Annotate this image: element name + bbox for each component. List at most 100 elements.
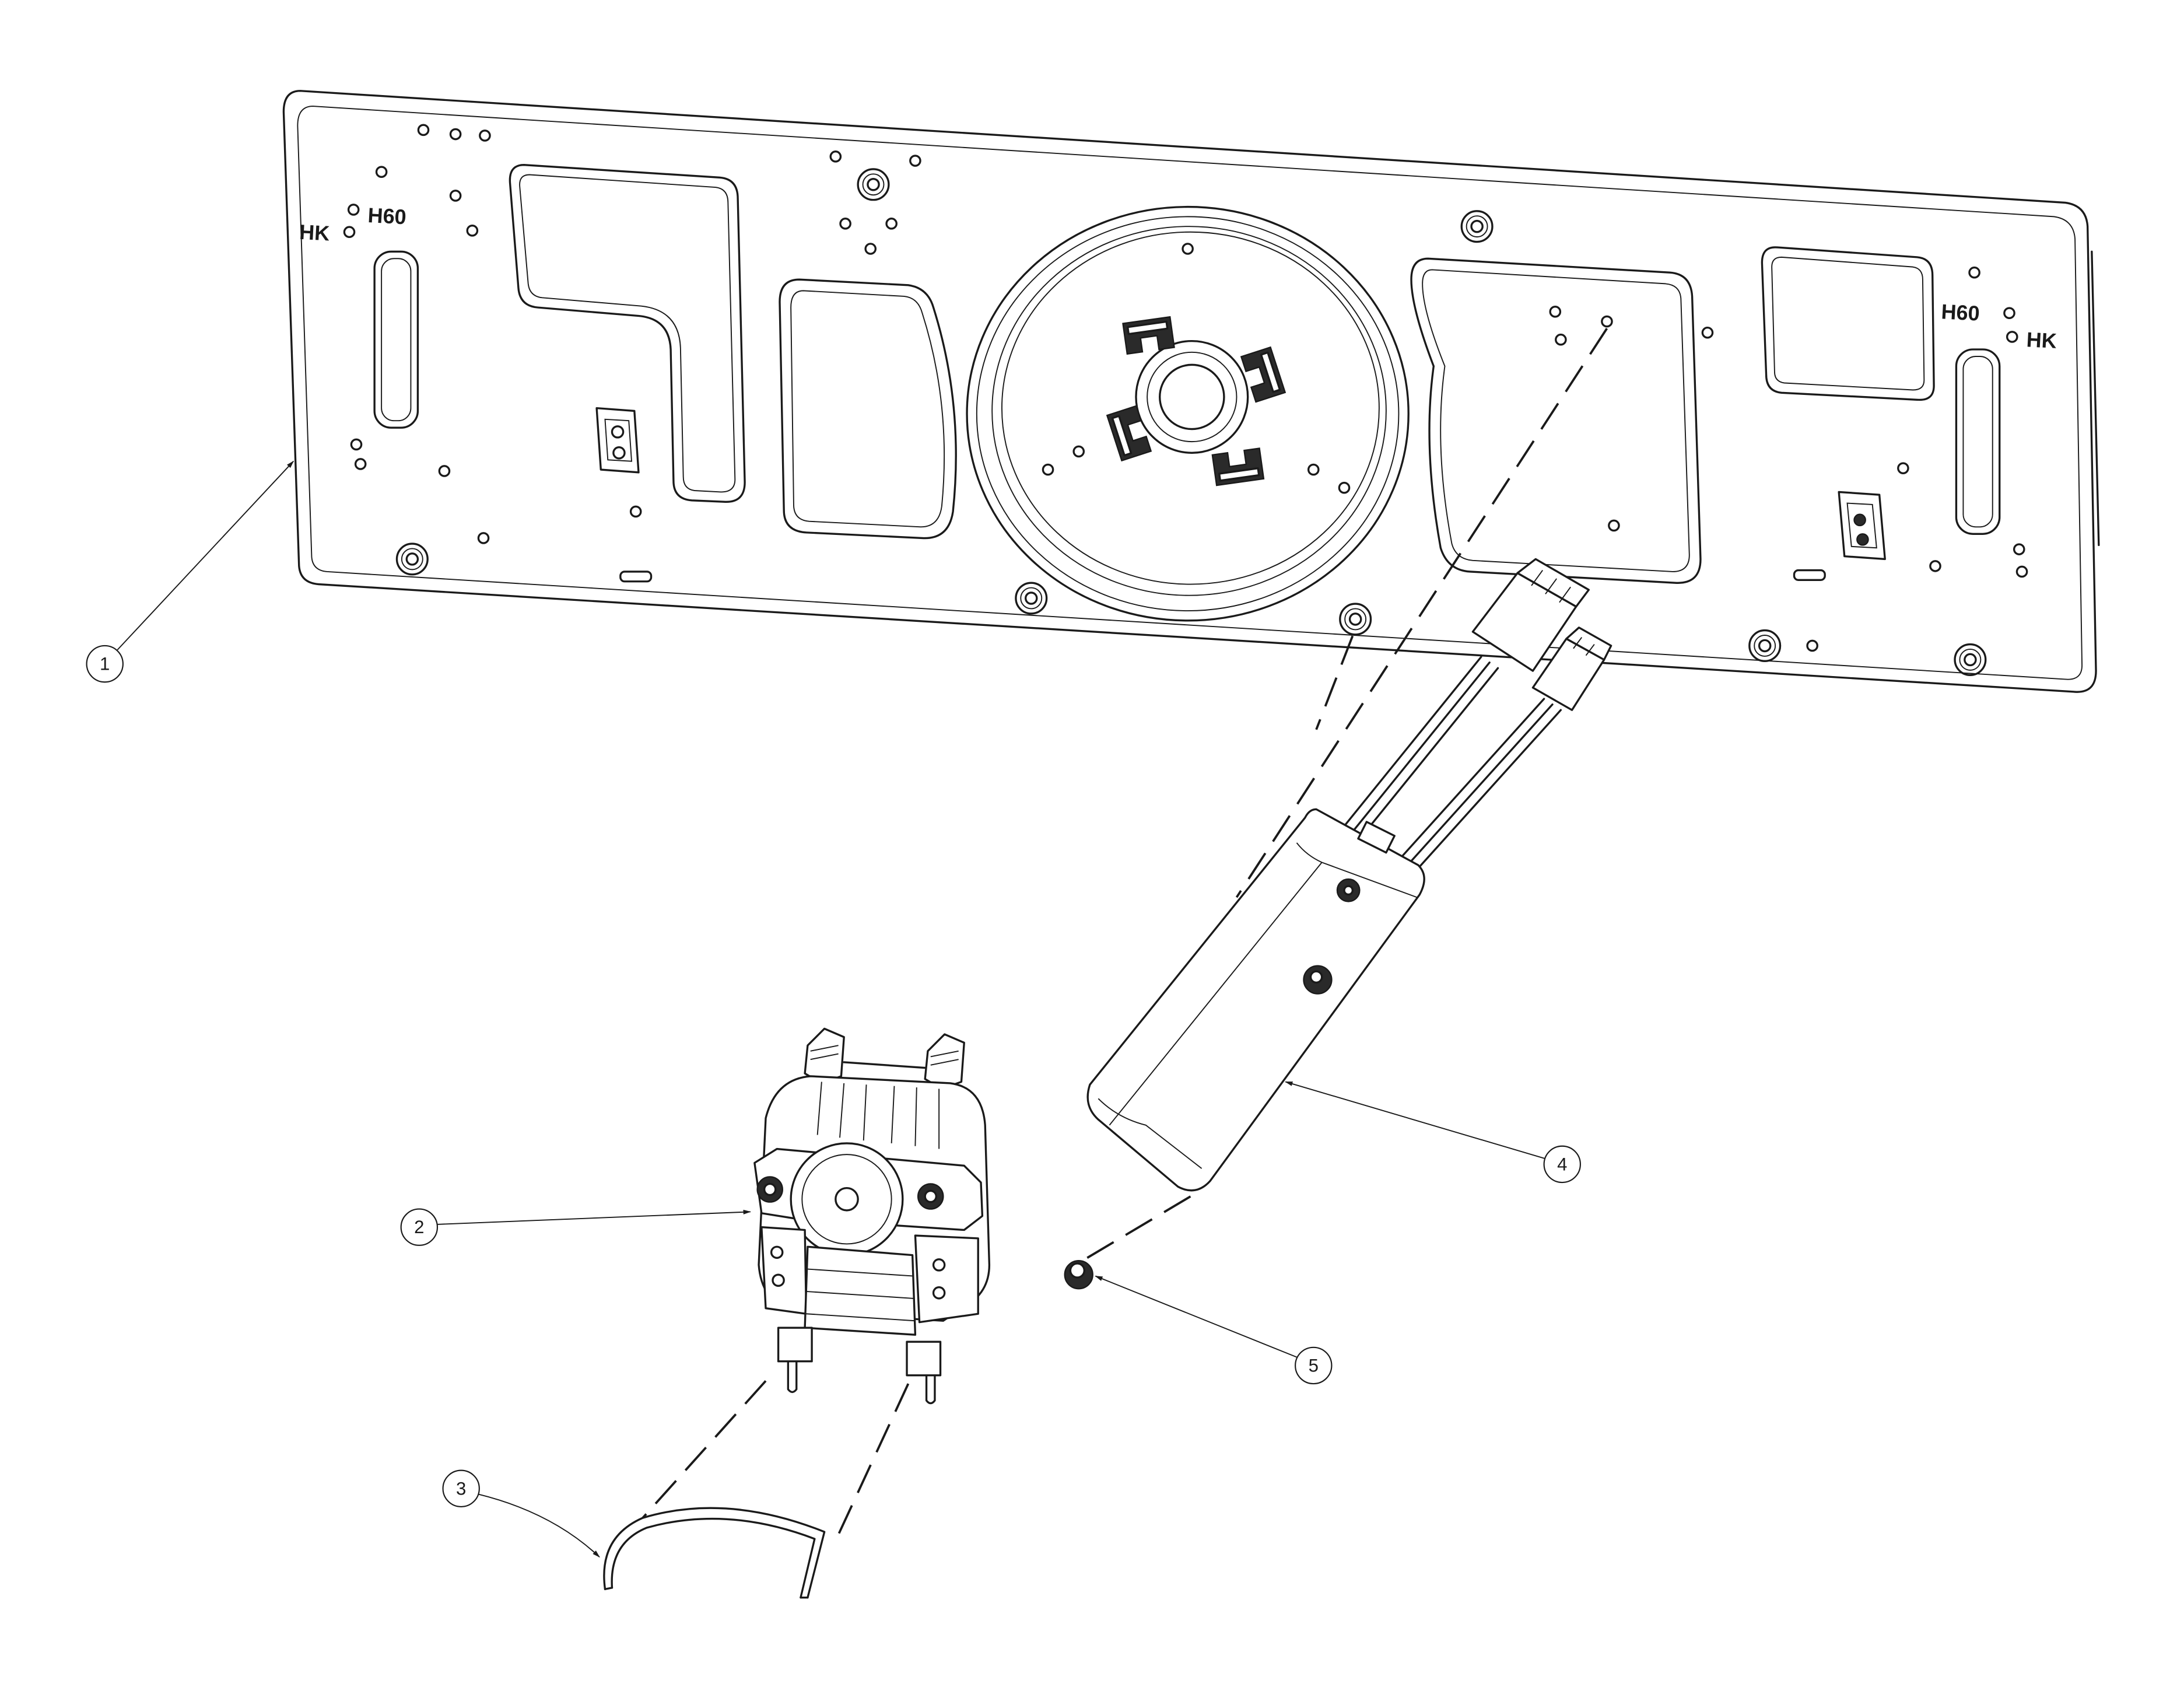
module-housing xyxy=(1086,808,1425,1192)
tab-bracket-fold xyxy=(1846,502,1877,549)
mounting-hole xyxy=(466,225,479,237)
mounting-hole xyxy=(1968,266,1980,279)
tab-bracket-body xyxy=(595,407,640,474)
hub-clip xyxy=(1211,447,1265,487)
mounting-hole xyxy=(1307,463,1320,476)
ring-outer xyxy=(966,205,1410,622)
plate-mounting-holes xyxy=(343,124,2028,652)
callout-bubble-1 xyxy=(86,645,124,683)
countersunk-boss xyxy=(401,548,423,570)
plate-cutout-kidney-left xyxy=(779,278,957,540)
mounting-hole xyxy=(1072,445,1085,458)
motor-shaft xyxy=(843,1061,926,1069)
hub-middle xyxy=(1147,351,1238,443)
motor-bolt-right-thread xyxy=(930,1050,959,1066)
motor-leg-right xyxy=(914,1234,979,1324)
tab-bracket-fold xyxy=(604,418,633,462)
module-harness-clamp xyxy=(1357,821,1396,854)
plate-marking-model-left: H60 xyxy=(367,203,407,229)
mounting-hole xyxy=(2015,565,2028,578)
mounting-hole xyxy=(1608,519,1620,532)
assembly-line-clip-left xyxy=(641,1380,767,1519)
callout-number-2: 2 xyxy=(414,1217,424,1237)
motor-bolt-right xyxy=(924,1033,965,1090)
mounting-hole xyxy=(1897,462,1909,474)
plate-cutout-kidney-right-inner xyxy=(1422,269,1690,572)
mounting-plate: H60 HK H60 HK xyxy=(282,90,2100,693)
countersunk-boss xyxy=(1758,639,1772,653)
motor-leg-left xyxy=(760,1226,808,1315)
countersunk-boss xyxy=(867,178,880,191)
countersunk-boss xyxy=(1348,612,1362,626)
harness-connector-large xyxy=(1471,558,1590,672)
plate-countersunk-bosses xyxy=(395,168,1987,676)
mounting-hole xyxy=(449,190,462,202)
plate-cutout-l-shape-inner xyxy=(519,174,736,493)
mounting-hole xyxy=(343,226,356,239)
callout-leader-4 xyxy=(1285,1081,1546,1160)
callout-number-4: 4 xyxy=(1557,1154,1567,1174)
assembly-lines xyxy=(641,328,1608,1535)
countersunk-boss xyxy=(1959,648,1982,671)
plate-tab-bracket-left xyxy=(595,407,640,474)
callout-bubble-4 xyxy=(1543,1145,1581,1184)
countersunk-boss xyxy=(1954,643,1987,676)
connector-small-latch xyxy=(1565,626,1612,661)
motor-terminal-right xyxy=(906,1340,942,1405)
terminal-block xyxy=(777,1326,813,1363)
plate-cutout-square-right-inner xyxy=(1771,256,1925,391)
countersunk-boss xyxy=(1020,587,1043,610)
countersunk-boss xyxy=(1964,653,1977,667)
mounting-hole xyxy=(2003,307,2015,320)
countersunk-boss xyxy=(405,552,419,566)
motor-mount-screw-right-top xyxy=(924,1189,938,1203)
callout-number-3: 3 xyxy=(456,1478,466,1499)
harness-wire xyxy=(1337,656,1482,834)
wire-harness xyxy=(1337,656,1562,882)
ring-step-1 xyxy=(976,216,1400,612)
mounting-hole xyxy=(350,438,363,451)
tab-bracket-hole xyxy=(1856,533,1869,546)
callout-number-5: 5 xyxy=(1309,1355,1319,1376)
harness-connector-small xyxy=(1531,626,1612,711)
motor-leg-hole xyxy=(932,1258,946,1272)
countersunk-boss xyxy=(395,542,429,576)
terminal-prong xyxy=(925,1374,936,1405)
module-housing-front-edge xyxy=(1109,862,1323,1126)
hub-clip-face xyxy=(1260,351,1281,393)
retaining-clip xyxy=(603,1507,826,1599)
mounting-hole xyxy=(449,128,462,141)
mounting-hole xyxy=(354,458,367,470)
terminal-block xyxy=(906,1340,942,1377)
callout-bubble-2 xyxy=(400,1208,439,1246)
assembly-line-screw-upper xyxy=(1315,635,1354,730)
screw-head-top xyxy=(1069,1262,1085,1279)
clip-outer-wire xyxy=(603,1507,826,1599)
terminal-prong xyxy=(787,1360,798,1394)
tab-bracket-hole xyxy=(1853,513,1866,527)
plate-slot-left-inner xyxy=(381,258,412,422)
plate-cutout-kidney-left-inner xyxy=(790,290,945,528)
clip-end-left xyxy=(604,1587,614,1590)
motor-leg-hole xyxy=(770,1245,784,1259)
assembly-line-screw-lower xyxy=(1086,1195,1191,1259)
plate-marking-code-right: HK xyxy=(2026,327,2057,353)
countersunk-boss xyxy=(862,173,885,196)
module-screw-slot xyxy=(1343,885,1354,896)
plate-marking-code-left: HK xyxy=(299,220,330,246)
tab-bracket-hole xyxy=(612,446,626,460)
mounting-hole xyxy=(477,532,490,544)
countersunk-boss xyxy=(857,168,890,201)
mounting-hole xyxy=(1601,315,1613,328)
hub-clip xyxy=(1240,346,1286,403)
assembly-line-module-upper xyxy=(1235,328,1608,898)
hub-clip xyxy=(1106,405,1152,462)
plate-cutout-kidney-right xyxy=(1410,257,1702,584)
mounting-hole xyxy=(1338,481,1351,494)
hub-clip xyxy=(1122,316,1175,355)
connector-small-ribs xyxy=(1573,637,1595,656)
motor-leg-hole xyxy=(932,1286,946,1300)
mounting-hole xyxy=(885,218,898,230)
mounting-hole xyxy=(479,130,491,142)
